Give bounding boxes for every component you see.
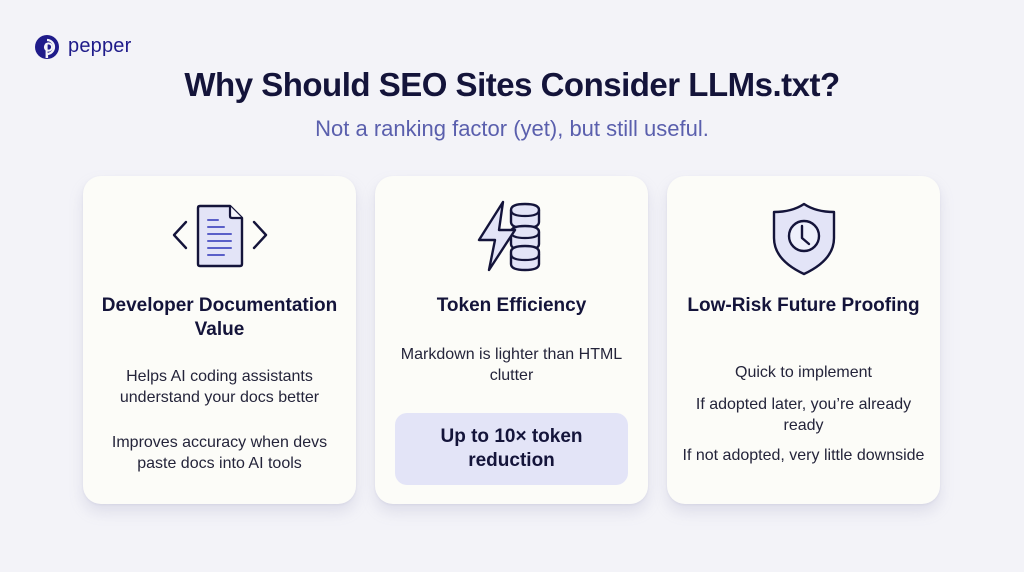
card-point: If not adopted, very little downside — [682, 447, 925, 464]
card-point: Quick to implement — [735, 364, 872, 381]
shield-clock-icon — [772, 202, 835, 276]
brand-name: pepper — [68, 34, 132, 57]
card-token-efficiency: Token Efficiency Markdown is lighter tha… — [375, 176, 648, 504]
code-document-icon — [172, 204, 267, 268]
lightning-coins-icon — [477, 200, 540, 272]
card-developer-documentation: Developer Documentation Value Helps AI c… — [83, 176, 356, 504]
page-title: Why Should SEO Sites Consider LLMs.txt? — [184, 66, 840, 103]
card-future-proofing: Low-Risk Future Proofing Quick to implem… — [667, 176, 940, 504]
card-title: Developer Documentation Value — [101, 295, 338, 340]
card-point: Improves accuracy when devs paste docs i… — [111, 434, 328, 472]
card-point: Markdown is lighter than HTML clutter — [400, 346, 623, 384]
card-point: Helps AI coding assistants understand yo… — [119, 368, 320, 406]
card-title: Token Efficiency — [436, 295, 587, 316]
card-point: If adopted later, you’re already ready — [695, 396, 912, 434]
brand-logo[interactable]: pepper — [34, 34, 131, 60]
highlight-callout: Up to 10× token reduction — [395, 413, 628, 485]
card-title: Low-Risk Future Proofing — [687, 295, 920, 316]
page-subtitle: Not a ranking factor (yet), but still us… — [315, 116, 709, 141]
pepper-logo-icon — [35, 35, 59, 59]
